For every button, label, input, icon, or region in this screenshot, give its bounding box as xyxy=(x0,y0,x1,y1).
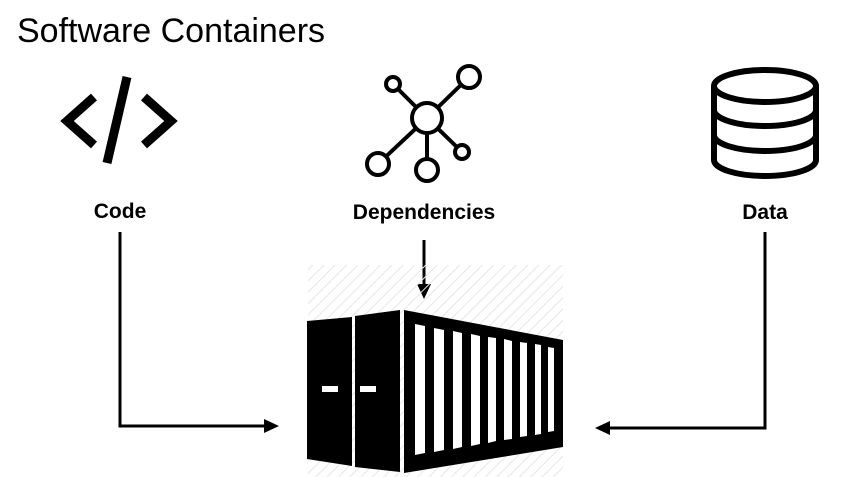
dependencies-label: Dependencies xyxy=(352,201,496,224)
code-arrowhead xyxy=(264,419,279,433)
shipping-container-icon xyxy=(307,265,563,477)
code-icon xyxy=(60,75,178,165)
network-nodes-icon xyxy=(365,64,482,183)
code-label: Code xyxy=(93,200,147,223)
data-connector xyxy=(608,232,767,430)
data-arrowhead xyxy=(595,421,610,435)
database-icon xyxy=(711,67,819,179)
code-connector xyxy=(118,232,266,428)
diagram-title: Software Containers xyxy=(17,12,326,50)
data-label: Data xyxy=(742,201,788,224)
